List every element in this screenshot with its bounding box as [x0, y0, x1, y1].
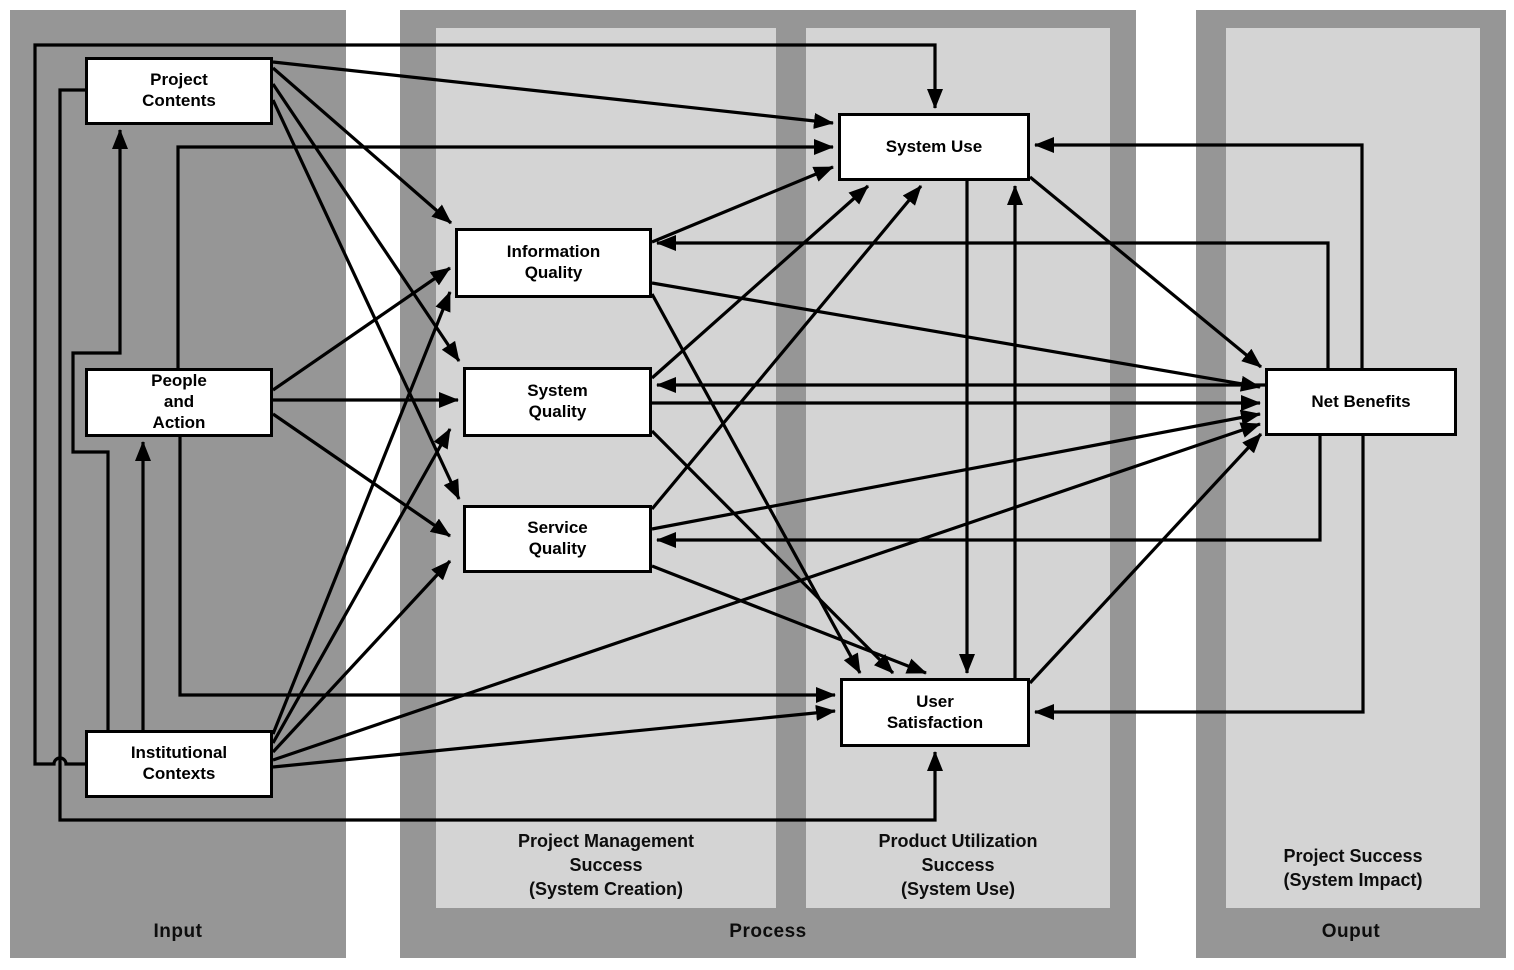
- ouput-caption: Ouput: [1321, 921, 1381, 942]
- system-quality-label: System Quality: [527, 381, 588, 421]
- net-benefits-box: Net Benefits: [1265, 368, 1457, 436]
- information-quality-box: Information Quality: [455, 228, 652, 298]
- project-management-success-caption: Project Management Success (System Creat…: [517, 831, 695, 899]
- project-contents-box: Project Contents: [85, 57, 273, 125]
- institutional-contexts-box: Institutional Contexts: [85, 730, 273, 798]
- system-use-label: System Use: [885, 136, 983, 156]
- information-quality-label: Information Quality: [506, 242, 601, 282]
- project-success-caption: Project Success (System Impact): [1283, 846, 1423, 890]
- project-management-success-panel: [436, 28, 776, 908]
- net-benefits-label: Net Benefits: [1311, 391, 1411, 411]
- input-caption: Input: [153, 921, 203, 942]
- people-and-action-label: People and Action: [151, 371, 207, 432]
- user-satisfaction-box: User Satisfaction: [840, 678, 1030, 747]
- input-band: [10, 10, 346, 958]
- project-success-panel: [1226, 28, 1480, 908]
- system-quality-box: System Quality: [463, 367, 652, 437]
- process-caption: Process: [729, 921, 807, 942]
- system-use-box: System Use: [838, 113, 1030, 181]
- people-and-action-box: People and Action: [85, 368, 273, 437]
- product-utilization-success-caption: Product Utilization Success (System Use): [878, 831, 1038, 899]
- institutional-contexts-label: Institutional Contexts: [130, 743, 228, 783]
- project-contents-label: Project Contents: [142, 70, 216, 110]
- user-satisfaction-label: User Satisfaction: [886, 691, 984, 732]
- service-quality-label: Service Quality: [527, 518, 588, 558]
- service-quality-box: Service Quality: [463, 505, 652, 573]
